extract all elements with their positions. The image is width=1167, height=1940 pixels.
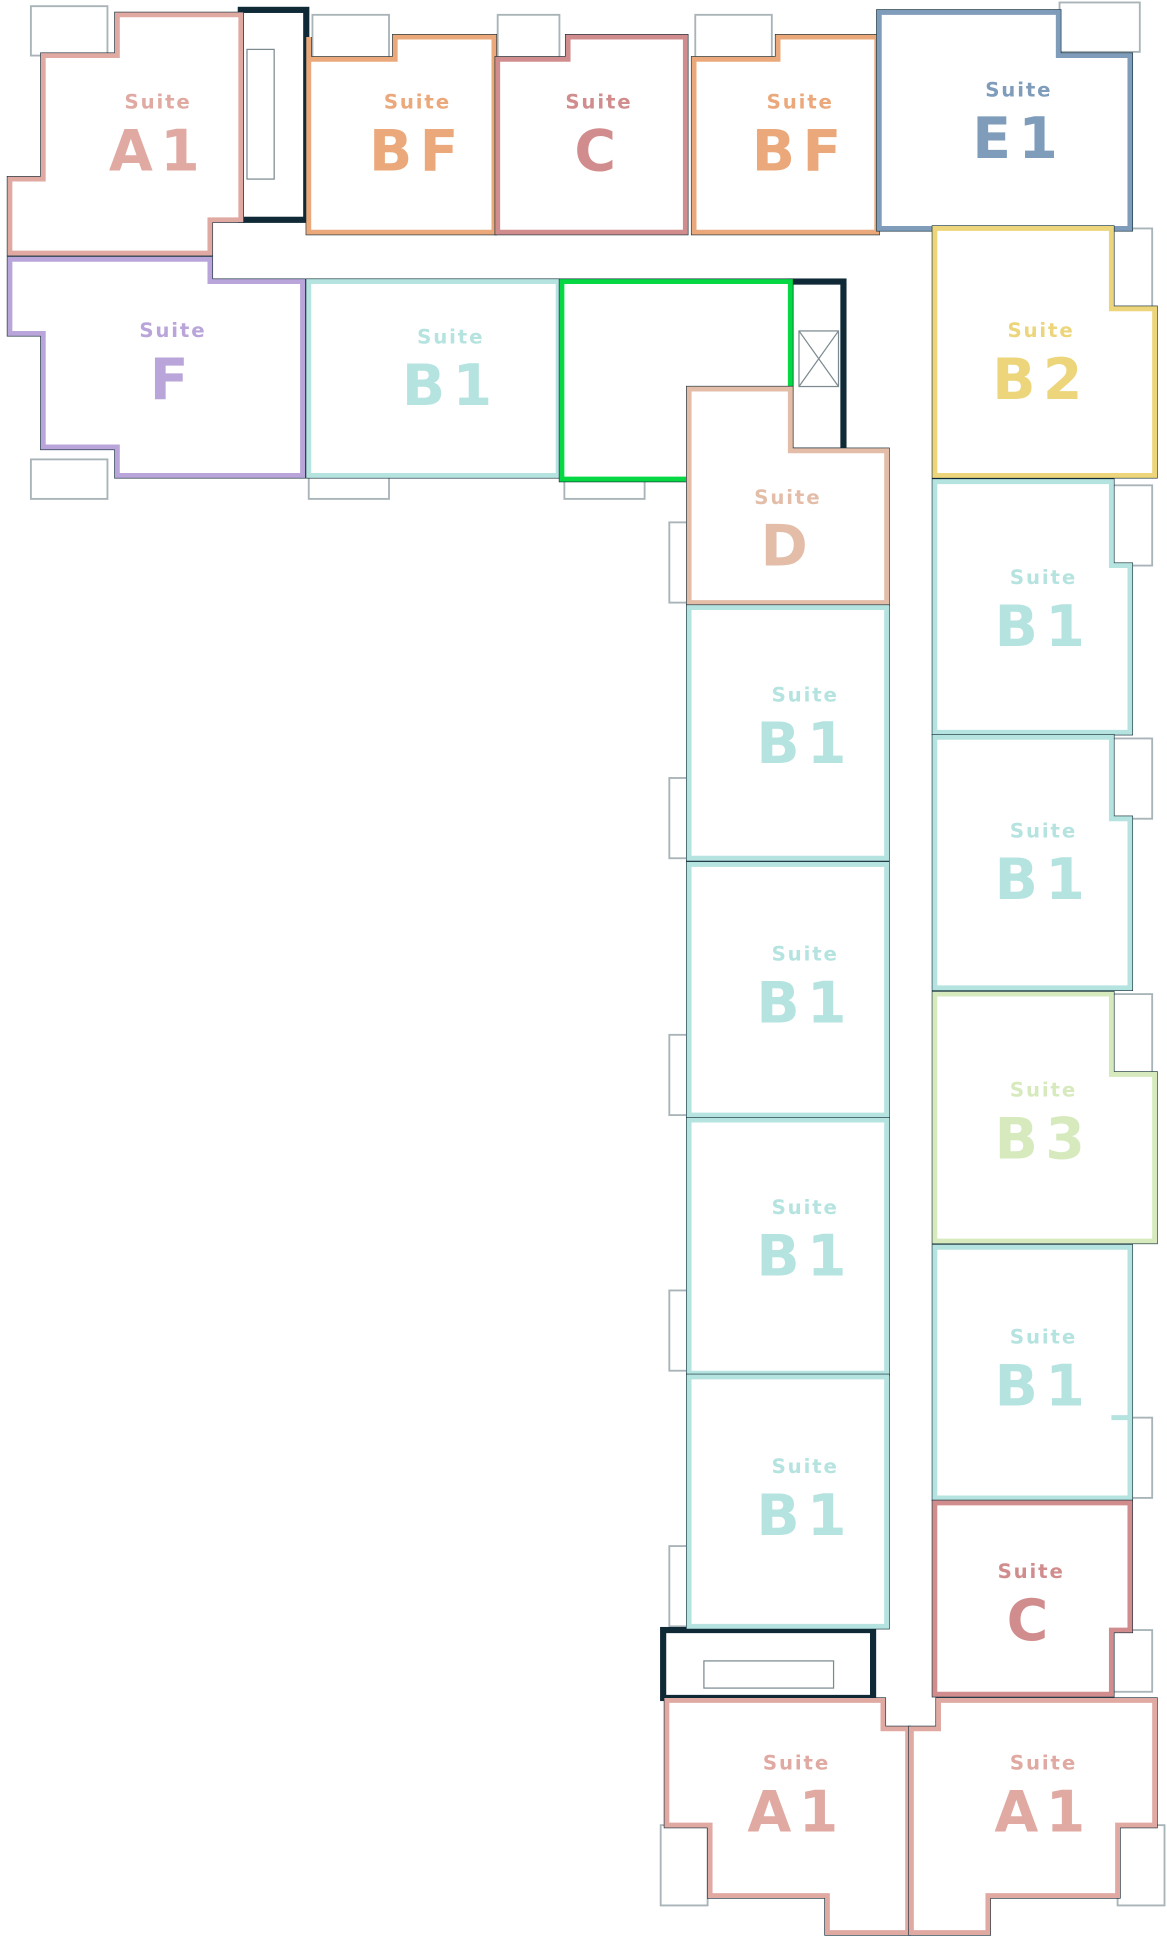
suite-label: C: [574, 118, 623, 184]
suite-area[interactable]: [686, 861, 890, 1118]
suite-label: F: [150, 347, 196, 413]
suite-word: Suite: [1010, 1752, 1077, 1775]
suite-word: Suite: [384, 91, 451, 114]
suite-area[interactable]: [908, 1697, 1158, 1936]
suite-word: Suite: [417, 325, 484, 348]
suite-area[interactable]: [686, 1374, 890, 1629]
suite-word: Suite: [1010, 566, 1077, 589]
suite-area[interactable]: [876, 9, 1133, 231]
suite-label: A1: [747, 1779, 845, 1845]
suite-label: B2: [992, 347, 1090, 413]
suite-word: Suite: [772, 683, 839, 706]
suite-word: Suite: [772, 1455, 839, 1478]
suite-label: B1: [995, 847, 1093, 913]
suite-area[interactable]: [495, 34, 688, 235]
suite-label: A1: [994, 1779, 1092, 1845]
suite-area[interactable]: [686, 386, 890, 606]
suite-word: Suite: [1007, 319, 1074, 342]
suite-label: C: [1007, 1588, 1056, 1654]
suite-word: Suite: [763, 1752, 830, 1775]
suite-area[interactable]: [932, 1244, 1133, 1501]
suite-word: Suite: [772, 1196, 839, 1219]
suite-word: Suite: [1010, 819, 1077, 842]
suite-area[interactable]: [932, 991, 1158, 1244]
suite-label: B1: [756, 711, 854, 777]
suite-area[interactable]: [932, 1500, 1133, 1697]
suite-area[interactable]: [664, 1697, 911, 1936]
suite-word: Suite: [139, 319, 206, 342]
suite-label: B1: [402, 353, 500, 419]
elevator: [787, 278, 847, 454]
suite-label: B1: [756, 1483, 854, 1549]
suite-area[interactable]: [7, 12, 244, 256]
suite-word: Suite: [565, 91, 632, 114]
suite-label: B1: [756, 1224, 854, 1290]
suite-word: Suite: [767, 91, 834, 114]
suite-word: Suite: [754, 486, 821, 509]
suite-word: Suite: [125, 91, 192, 114]
suite-label: B1: [995, 1353, 1093, 1419]
suite-label: B3: [995, 1106, 1093, 1172]
suite-word: Suite: [772, 943, 839, 966]
suite-label: D: [761, 514, 816, 580]
suite-word: Suite: [609, 325, 676, 348]
suite-area[interactable]: [686, 605, 890, 861]
suite-word: Suite: [985, 78, 1052, 101]
suite-area[interactable]: [686, 1117, 890, 1376]
suite-area[interactable]: [932, 225, 1158, 478]
suite-area[interactable]: [932, 479, 1133, 735]
suite-label: BF: [369, 118, 466, 184]
suite-label: B1: [756, 970, 854, 1036]
suite-label: A1: [109, 118, 207, 184]
suite-label: G: [615, 353, 669, 419]
suite-label: B1: [995, 594, 1093, 660]
suite-word: Suite: [998, 1560, 1065, 1583]
suite-area[interactable]: [932, 734, 1133, 991]
suite-word: Suite: [1010, 1079, 1077, 1102]
suite-label: E1: [972, 106, 1065, 172]
suite-area[interactable]: [7, 256, 306, 478]
suite-label: BF: [752, 118, 849, 184]
suite-area[interactable]: [306, 34, 497, 235]
suite-word: Suite: [1010, 1326, 1077, 1349]
suite-area[interactable]: [306, 279, 561, 478]
